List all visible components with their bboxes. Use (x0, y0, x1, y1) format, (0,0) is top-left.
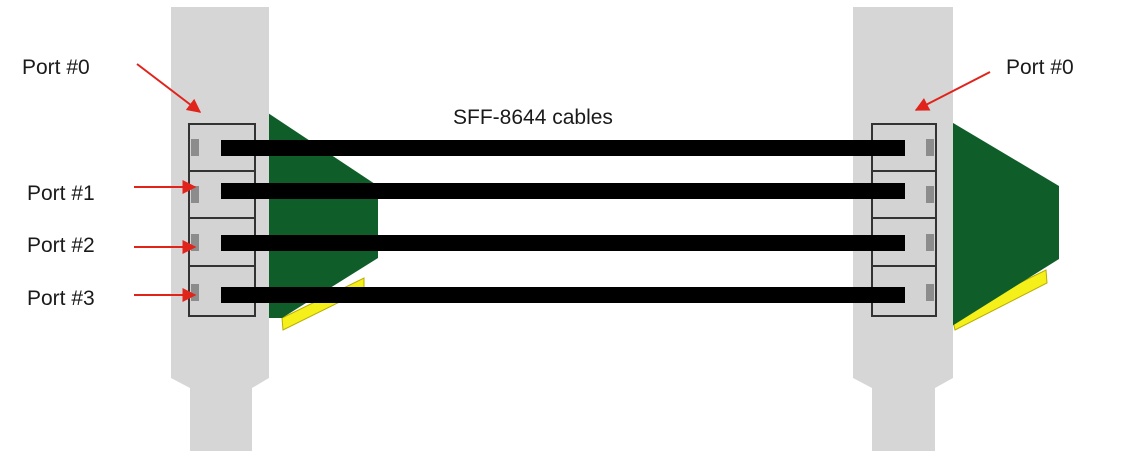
cable-2 (221, 235, 905, 251)
left-port-0-socket (191, 139, 199, 156)
cable-1 (221, 183, 905, 199)
right-port-0-socket (926, 139, 934, 156)
cables-label: SFF-8644 cables (453, 106, 613, 129)
left-port-2-label: Port #2 (27, 234, 95, 257)
left-port-3-socket (191, 284, 199, 301)
right-port-0-arrow (914, 71, 991, 111)
left-card-pcb (268, 113, 378, 318)
right-port-3-socket (926, 284, 934, 301)
cables (221, 140, 905, 303)
right-port-0-label: Port #0 (1006, 56, 1074, 79)
pointer-arrows (134, 63, 991, 302)
left-port-1-label: Port #1 (27, 182, 95, 205)
left-card (171, 7, 378, 451)
right-card-pcb (938, 114, 1059, 326)
right-port-2-socket (926, 234, 934, 251)
left-port-3-label: Port #3 (27, 287, 95, 310)
right-card (853, 7, 1059, 451)
left-port-0-label: Port #0 (22, 56, 90, 79)
cable-3 (221, 287, 905, 303)
labels: Port #0 Port #1 Port #2 Port #3 Port #0 … (22, 56, 1074, 310)
left-port-1-socket (191, 186, 199, 203)
right-port-1-socket (926, 186, 934, 203)
cable-0 (221, 140, 905, 156)
left-port-2-socket (191, 234, 199, 251)
left-port-0-arrow (136, 63, 202, 113)
